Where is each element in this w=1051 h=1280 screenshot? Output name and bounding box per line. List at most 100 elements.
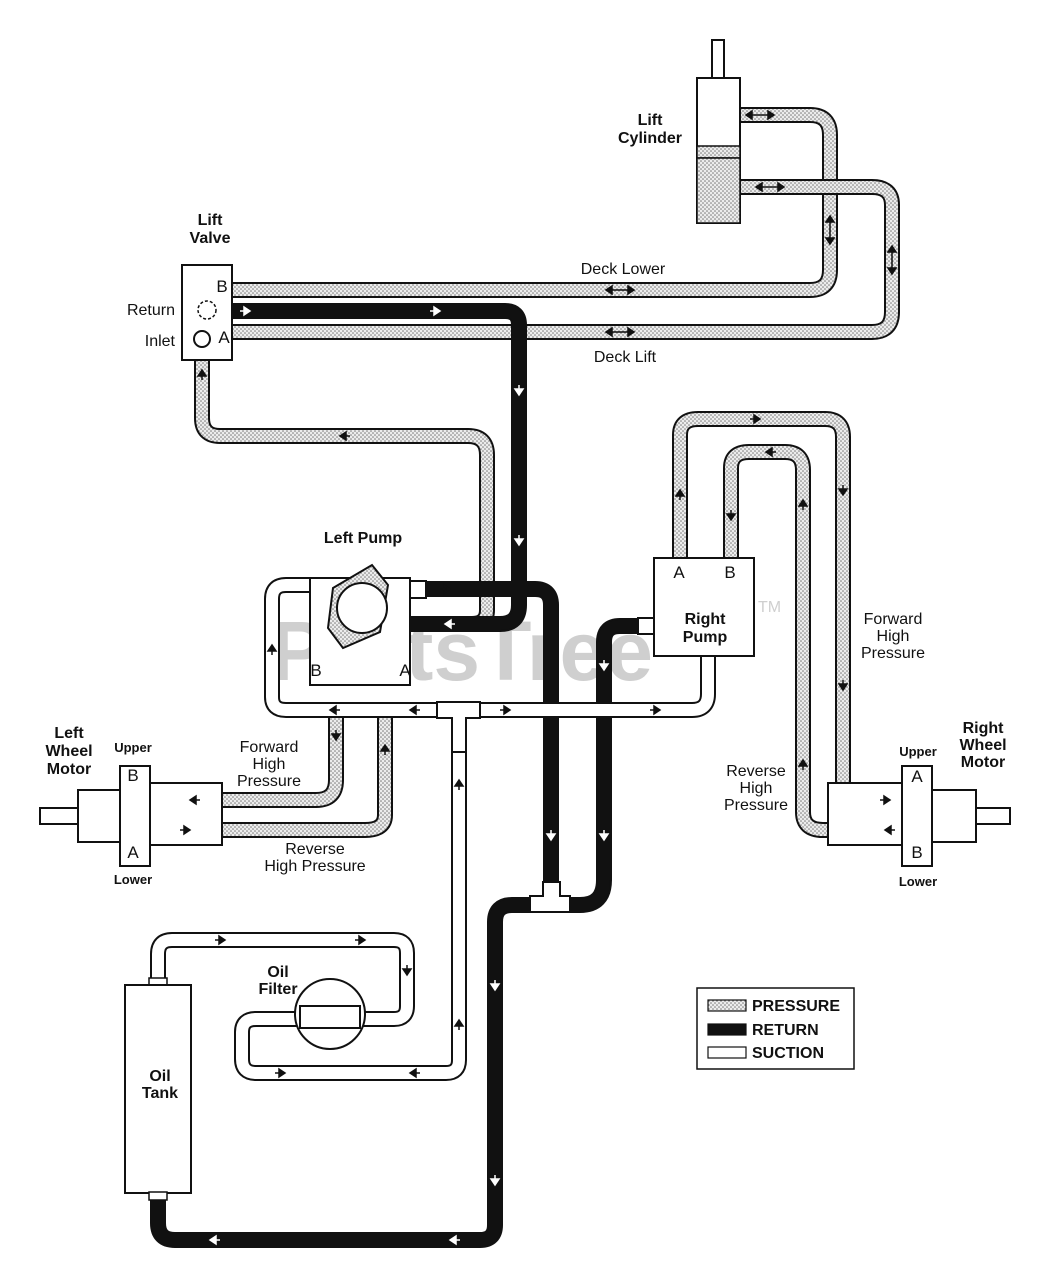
flow-arrow [180, 824, 192, 836]
svg-text:B: B [216, 277, 227, 296]
svg-text:Left: Left [54, 725, 84, 742]
flow-arrow [604, 326, 636, 338]
svg-text:Wheel: Wheel [45, 743, 92, 760]
right-pump-return-line [152, 620, 640, 1246]
svg-text:Cylinder: Cylinder [618, 130, 682, 147]
legend-swatch-pressure [707, 999, 747, 1012]
flow-arrow [408, 704, 420, 716]
svg-text:B: B [127, 766, 138, 785]
svg-text:Deck Lower: Deck Lower [581, 261, 666, 278]
flow-arrow [440, 583, 452, 595]
svg-text:Oil: Oil [267, 964, 288, 981]
svg-text:A: A [911, 767, 923, 786]
flow-arrow [674, 488, 686, 500]
flow-arrow [744, 109, 776, 121]
left-reverse-line [128, 712, 391, 836]
flow-arrow [754, 181, 786, 193]
deck-lower-line [232, 109, 836, 296]
svg-text:A: A [127, 843, 139, 862]
flow-arrow [215, 934, 227, 946]
svg-text:A: A [673, 563, 685, 582]
left-forward-line [128, 712, 342, 806]
svg-text:Pressure: Pressure [861, 645, 925, 662]
flow-arrow [886, 244, 898, 276]
legend-label-pressure: PRESSURE [752, 998, 840, 1015]
tee-fittings [436, 701, 571, 913]
flow-arrow [338, 430, 350, 442]
lift-cylinder: Lift Cylinder [618, 39, 741, 224]
svg-text:Upper: Upper [114, 740, 152, 755]
legend-swatch-return [707, 1023, 747, 1036]
filter-to-tank-line [152, 934, 413, 1025]
flow-arrow [489, 980, 501, 992]
flow-arrow [275, 1067, 287, 1079]
flow-arrow [266, 643, 278, 655]
svg-text:Return: Return [127, 302, 175, 319]
svg-text:Lower: Lower [114, 872, 152, 887]
flow-arrow [764, 446, 776, 458]
flow-arrow [453, 1018, 465, 1030]
svg-text:Forward: Forward [864, 611, 923, 628]
left-wheel-motor: Left Wheel Motor Upper Lower B A [39, 725, 223, 887]
svg-text:A: A [399, 661, 411, 680]
charge-manifold [266, 579, 714, 716]
flow-arrow [489, 1175, 501, 1187]
svg-text:Right: Right [963, 720, 1005, 737]
flow-arrow [604, 284, 636, 296]
flow-arrow [355, 934, 367, 946]
lift-valve: Lift Valve B A Return Inlet [127, 212, 233, 361]
legend: PRESSURE RETURN SUCTION [696, 987, 855, 1070]
right-pump-b-loop [725, 446, 916, 836]
flow-arrow [750, 413, 762, 425]
svg-text:A: A [218, 328, 230, 347]
svg-text:High Pressure: High Pressure [264, 858, 365, 875]
svg-text:B: B [911, 843, 922, 862]
svg-text:Reverse: Reverse [726, 763, 786, 780]
flow-arrow [545, 830, 557, 842]
oil-tank: Oil Tank [124, 977, 192, 1201]
flow-arrow [837, 680, 849, 692]
line-labels: Deck Lower Deck Lift Forward High Pressu… [237, 261, 925, 875]
flow-arrow [443, 618, 455, 630]
flow-arrow [513, 385, 525, 397]
right-pump: A B Right Pump [637, 557, 755, 657]
flow-arrow [453, 778, 465, 790]
left-pump: Left Pump B A [309, 530, 427, 686]
oil-filter: Oil Filter [258, 964, 366, 1050]
svg-text:Pressure: Pressure [237, 773, 301, 790]
flow-arrow [725, 510, 737, 522]
svg-text:Pump: Pump [683, 629, 728, 646]
svg-text:Lower: Lower [899, 874, 937, 889]
flow-arrow [408, 1067, 420, 1079]
return-lines [150, 303, 640, 1248]
flow-arrows [180, 109, 898, 1246]
svg-text:Reverse: Reverse [285, 841, 345, 858]
flow-arrow [379, 743, 391, 755]
svg-text:Upper: Upper [899, 744, 937, 759]
flow-arrow [824, 214, 836, 246]
svg-text:Valve: Valve [190, 230, 231, 247]
flow-arrow [196, 368, 208, 380]
flow-arrow [328, 704, 340, 716]
flow-arrow [598, 660, 610, 672]
flow-arrow [513, 535, 525, 547]
svg-text:Right: Right [685, 611, 727, 628]
flow-arrow [208, 1234, 220, 1246]
svg-text:B: B [724, 563, 735, 582]
svg-text:Deck Lift: Deck Lift [594, 349, 657, 366]
right-wheel-motor: Right Wheel Motor Upper Lower A B [827, 720, 1011, 889]
tank-suction-line [236, 725, 465, 1079]
flow-arrow [880, 794, 892, 806]
svg-text:Filter: Filter [258, 981, 297, 998]
svg-text:High: High [740, 780, 773, 797]
legend-swatch-suction [707, 1046, 747, 1059]
legend-label-suction: SUCTION [752, 1045, 824, 1062]
svg-text:Lift: Lift [638, 112, 664, 129]
svg-text:Tank: Tank [142, 1085, 178, 1102]
flow-arrow [240, 305, 252, 317]
flow-arrow [500, 704, 512, 716]
svg-text:Inlet: Inlet [145, 333, 176, 350]
flow-arrow [598, 830, 610, 842]
flow-arrow [650, 704, 662, 716]
flow-arrow [448, 1234, 460, 1246]
